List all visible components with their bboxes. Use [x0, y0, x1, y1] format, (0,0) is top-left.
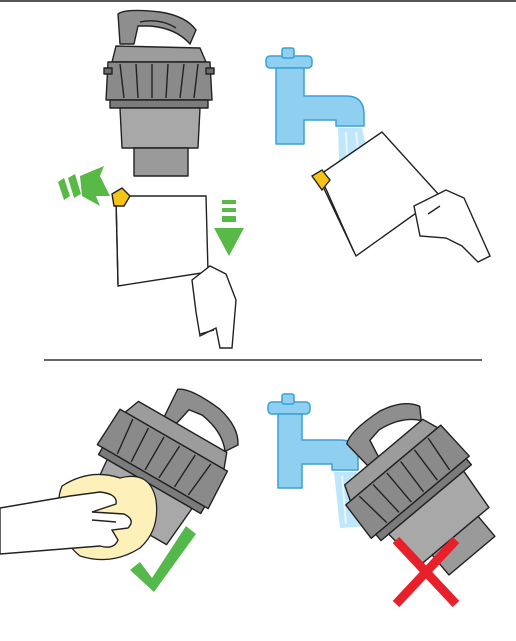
- press-arrow-icon: [58, 166, 110, 206]
- filter-shroud-icon: [112, 188, 208, 286]
- panel-no-rinse-cyclone: [268, 385, 516, 604]
- panel-remove-filter: [58, 10, 244, 348]
- panel-rinse-shroud: [266, 48, 490, 262]
- panel-wipe-cyclone: [0, 364, 255, 592]
- hand-icon: [192, 266, 236, 348]
- cyclone-icon: [104, 10, 214, 176]
- filter-shroud-icon: [312, 132, 440, 256]
- hand-icon: [0, 492, 131, 554]
- down-arrow-icon: [214, 200, 244, 256]
- hand-icon: [414, 190, 490, 262]
